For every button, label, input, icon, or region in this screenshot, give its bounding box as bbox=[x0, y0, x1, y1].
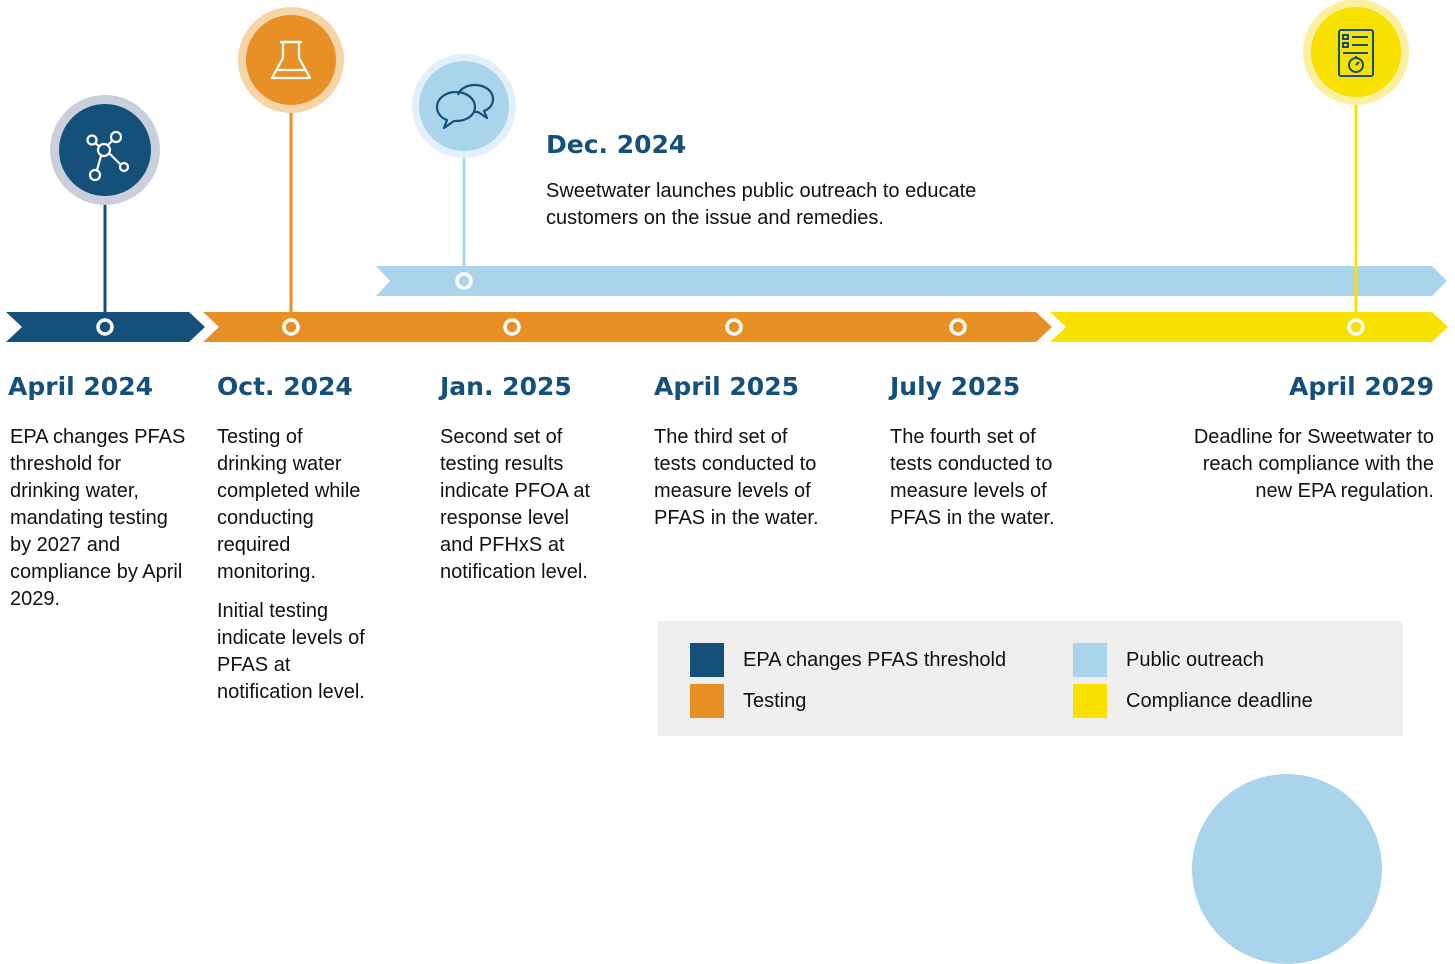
milestone-date: April 2025 bbox=[654, 372, 799, 401]
marker-jan-2025 bbox=[503, 318, 521, 336]
milestone-text: Sweetwater launches public outreach to e… bbox=[546, 180, 977, 229]
milestone-text: EPA changes PFAS threshold for drinking … bbox=[10, 426, 186, 610]
milestone-text: Initial testing indicate levels of PFAS … bbox=[217, 600, 365, 703]
legend-item-epa: EPA changes PFAS threshold bbox=[690, 643, 1006, 677]
outreach-bar bbox=[376, 266, 1447, 296]
timeline-graphic bbox=[6, 0, 1448, 342]
deadline-icon-badge bbox=[1303, 0, 1409, 105]
marker-july-2025 bbox=[949, 318, 967, 336]
milestone-date: April 2024 bbox=[8, 372, 153, 401]
legend-label: Compliance deadline bbox=[1126, 689, 1313, 712]
milestone-description: EPA changes PFAS threshold for drinking … bbox=[10, 424, 190, 625]
flask-icon bbox=[270, 40, 312, 80]
milestone-date: Dec. 2024 bbox=[546, 130, 687, 159]
milestone-text: Deadline for Sweetwater to reach complia… bbox=[1193, 426, 1434, 502]
milestone-description: Testing of drinking water completed whil… bbox=[217, 424, 377, 718]
legend-label: Public outreach bbox=[1126, 648, 1264, 671]
testing-icon-badge bbox=[238, 7, 344, 113]
milestone-date: April 2029 bbox=[1289, 372, 1434, 401]
milestone-description: Second set of testing results indicate P… bbox=[440, 424, 600, 598]
milestone-text: The fourth set of tests conducted to mea… bbox=[890, 426, 1055, 529]
timeline-markers bbox=[96, 272, 1365, 336]
milestone-date: Jan. 2025 bbox=[440, 372, 572, 401]
legend-label: Testing bbox=[743, 689, 807, 712]
milestone-description: Sweetwater launches public outreach to e… bbox=[546, 178, 1066, 244]
legend-label: EPA changes PFAS threshold bbox=[743, 648, 1007, 671]
legend-item-outreach: Public outreach bbox=[1073, 643, 1264, 677]
milestone-date: July 2025 bbox=[890, 372, 1021, 401]
legend-swatch bbox=[690, 684, 724, 718]
molecule-icon bbox=[86, 130, 130, 182]
milestone-text: The third set of tests conducted to meas… bbox=[654, 426, 819, 529]
milestone-date: Oct. 2024 bbox=[217, 372, 353, 401]
milestone-description: The third set of tests conducted to meas… bbox=[654, 424, 824, 544]
legend-swatch bbox=[1073, 643, 1107, 677]
deadline-bar-segment bbox=[1050, 312, 1448, 342]
checklist-stopwatch-icon bbox=[1338, 29, 1374, 77]
speech-bubbles-icon bbox=[435, 83, 495, 130]
testing-bar-segment bbox=[203, 312, 1052, 342]
marker-april-2029 bbox=[1347, 318, 1365, 336]
epa-icon-badge bbox=[50, 95, 160, 205]
marker-oct-2024 bbox=[282, 318, 300, 336]
legend-item-testing: Testing bbox=[690, 684, 806, 718]
milestone-description: The fourth set of tests conducted to mea… bbox=[890, 424, 1060, 544]
decorative-circle bbox=[1192, 774, 1382, 964]
legend-swatch bbox=[690, 643, 724, 677]
marker-april-2025 bbox=[725, 318, 743, 336]
legend: EPA changes PFAS threshold Public outrea… bbox=[658, 621, 1403, 736]
outreach-icon-badge bbox=[412, 54, 516, 158]
legend-item-deadline: Compliance deadline bbox=[1073, 684, 1313, 718]
milestone-description: Deadline for Sweetwater to reach complia… bbox=[1180, 424, 1434, 517]
legend-swatch bbox=[1073, 684, 1107, 718]
milestone-text: Second set of testing results indicate P… bbox=[440, 426, 591, 583]
marker-dec-2024 bbox=[455, 272, 473, 290]
milestone-text: Testing of drinking water completed whil… bbox=[217, 426, 361, 583]
marker-april-2024 bbox=[96, 318, 114, 336]
